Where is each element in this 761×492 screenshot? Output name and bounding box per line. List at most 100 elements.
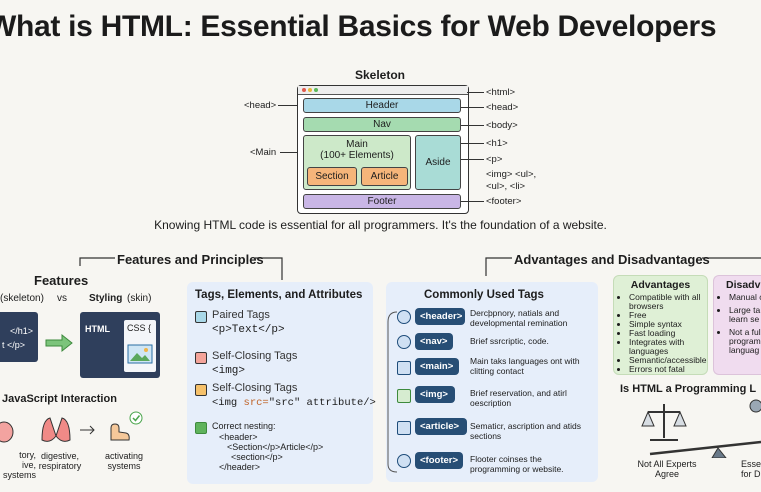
check-icon (195, 422, 207, 434)
connector-line (461, 107, 484, 108)
html-code-panel: </h1> t </p> (0, 312, 38, 362)
js-item-label-2: digestive, respiratory (38, 451, 82, 471)
features-title: Features (34, 273, 89, 288)
common-desc-nav: Brief ssrcriptic, code. (470, 336, 549, 346)
agree-label: Agree (654, 469, 680, 479)
code-part: "src" attribute/> (268, 397, 376, 409)
hand-pointer-icon (110, 423, 130, 441)
not-all-experts: Not All Experts (637, 459, 697, 469)
adv-item: Simple syntax (629, 320, 707, 329)
css-label: CSS { (127, 323, 152, 333)
adv-item: Compatible with all browsers (629, 293, 707, 311)
window-close-dot (302, 88, 306, 92)
js-interaction-title: JavaScript Interaction (2, 393, 117, 405)
common-desc-footer: Flooter coinses the programming or websi… (470, 454, 564, 474)
self-closing-2-label: Self-Closing Tags (212, 382, 298, 394)
list-icon (397, 421, 411, 435)
self-closing-2-code: <img src="src" attribute/> (212, 397, 376, 409)
tags-card-title: Tags, Elements, and Attributes (195, 289, 363, 301)
globe-icon (397, 310, 411, 324)
common-tag-article: <article> (415, 418, 467, 435)
skeleton-right-tag-body: <body> (486, 120, 518, 131)
adv-item: Fast loading (629, 329, 707, 338)
code-attr: src= (243, 397, 269, 409)
js-item-label-1: tory, ive, systems (2, 450, 36, 480)
skeleton-browser-window: Header Nav Main (100+ Elements) Section … (297, 85, 469, 214)
styling-sub: (skin) (127, 293, 152, 304)
dis-item: Manual c (729, 293, 761, 302)
common-tag-header: <header> (415, 308, 465, 325)
tags-elements-card: Tags, Elements, and Attributes Paired Ta… (187, 282, 376, 484)
paired-label: Paired Tags (212, 309, 270, 321)
common-desc-img: Brief reservation, and atirl oescription (470, 388, 567, 408)
document-icon (397, 361, 411, 375)
rows-bracket (387, 311, 398, 473)
nesting-line-2: <Section</p>Article</p> (227, 442, 324, 452)
connector-line (280, 152, 298, 153)
balance-scale-icon (641, 399, 761, 458)
common-tag-footer: <footer> (415, 452, 463, 469)
essential-label: Esse (741, 459, 761, 469)
skeleton-left-tag-head: <head> (244, 100, 277, 111)
code-part: <img (212, 397, 244, 409)
common-tag-nav: <nav> (415, 333, 453, 350)
common-tags-card: Commonly Used Tags <header> Dercþpnory, … (386, 282, 598, 482)
adv-dis-heading: Advantages and Disadvantages (514, 252, 710, 267)
connector-line (461, 125, 484, 126)
image-icon (127, 344, 153, 364)
adv-item: Errors not fatal (629, 365, 707, 374)
self-closing-label: Self-Closing Tags (212, 350, 298, 362)
skeleton-aside-block: Aside (415, 135, 461, 190)
code-line-p: t </p> (2, 340, 26, 350)
globe-icon (397, 454, 411, 468)
skeleton-section-block: Section (307, 167, 357, 186)
skeleton-header-block: Header (303, 98, 461, 113)
connector-line (461, 159, 484, 160)
common-desc-header: Dercþpnory, natials and developmental re… (470, 308, 568, 328)
section-bracket-lines (79, 257, 761, 280)
common-tags-title: Commonly Used Tags (424, 289, 544, 301)
skeleton-footer-block: Footer (303, 194, 461, 209)
vs-label: vs (57, 293, 67, 304)
advantages-list: Compatible with all browsers Free Simple… (619, 293, 707, 374)
disadvantages-card: Disadv Manual c Large ta learn se Not a … (713, 275, 761, 375)
css-panel: CSS { (124, 320, 156, 372)
common-desc-main: Main taks languages ont with clitting co… (470, 356, 580, 376)
lungs-icon (41, 417, 71, 442)
skeleton-right-tag-head: <head> (486, 102, 519, 113)
self-closing-code: <img> (212, 365, 246, 377)
styled-page-panel: HTML CSS { (80, 312, 160, 378)
features-principles-heading: Features and Principles (117, 252, 264, 267)
structure-label: (skeleton) (0, 293, 44, 304)
disadvantages-list: Manual c Large ta learn se Not a ful pro… (719, 293, 761, 355)
skeleton-main-label: Main (346, 139, 368, 150)
skeleton-article-block: Article (361, 167, 408, 186)
connector-line (461, 143, 484, 144)
skeleton-main-sub: (100+ Elements) (320, 150, 394, 161)
self-closing-swatch (195, 352, 207, 364)
common-tag-img: <img> (415, 386, 455, 403)
dis-item: Not a ful program languag (729, 328, 761, 355)
nesting-label: Correct nesting: (212, 421, 276, 431)
window-max-dot (314, 88, 318, 92)
common-desc-article: Sematicr, ascription and atids sections (470, 421, 582, 441)
connector-line (467, 92, 484, 93)
advantages-card: Advantages Compatible with all browsers … (613, 275, 708, 375)
connector-line (278, 105, 298, 106)
window-min-dot (308, 88, 312, 92)
connector-line (461, 201, 484, 202)
nesting-line-1: <header> (219, 432, 258, 442)
code-line-h1: </h1> (10, 326, 34, 336)
paired-swatch (195, 311, 207, 323)
adv-item: Integrates with languages (629, 338, 707, 356)
disadvantages-title: Disadv (726, 279, 761, 291)
page-title: What is HTML: Essential Basics for Web D… (0, 10, 717, 43)
adv-item: Free (629, 311, 707, 320)
image-icon (397, 389, 411, 403)
nesting-line-4: </header> (219, 462, 261, 472)
check-icon (132, 415, 141, 422)
self-closing-2-swatch (195, 384, 207, 396)
skeleton-caption: Knowing HTML code is essential for all p… (154, 218, 607, 232)
globe-icon (397, 335, 411, 349)
html-label: HTML (85, 324, 110, 334)
